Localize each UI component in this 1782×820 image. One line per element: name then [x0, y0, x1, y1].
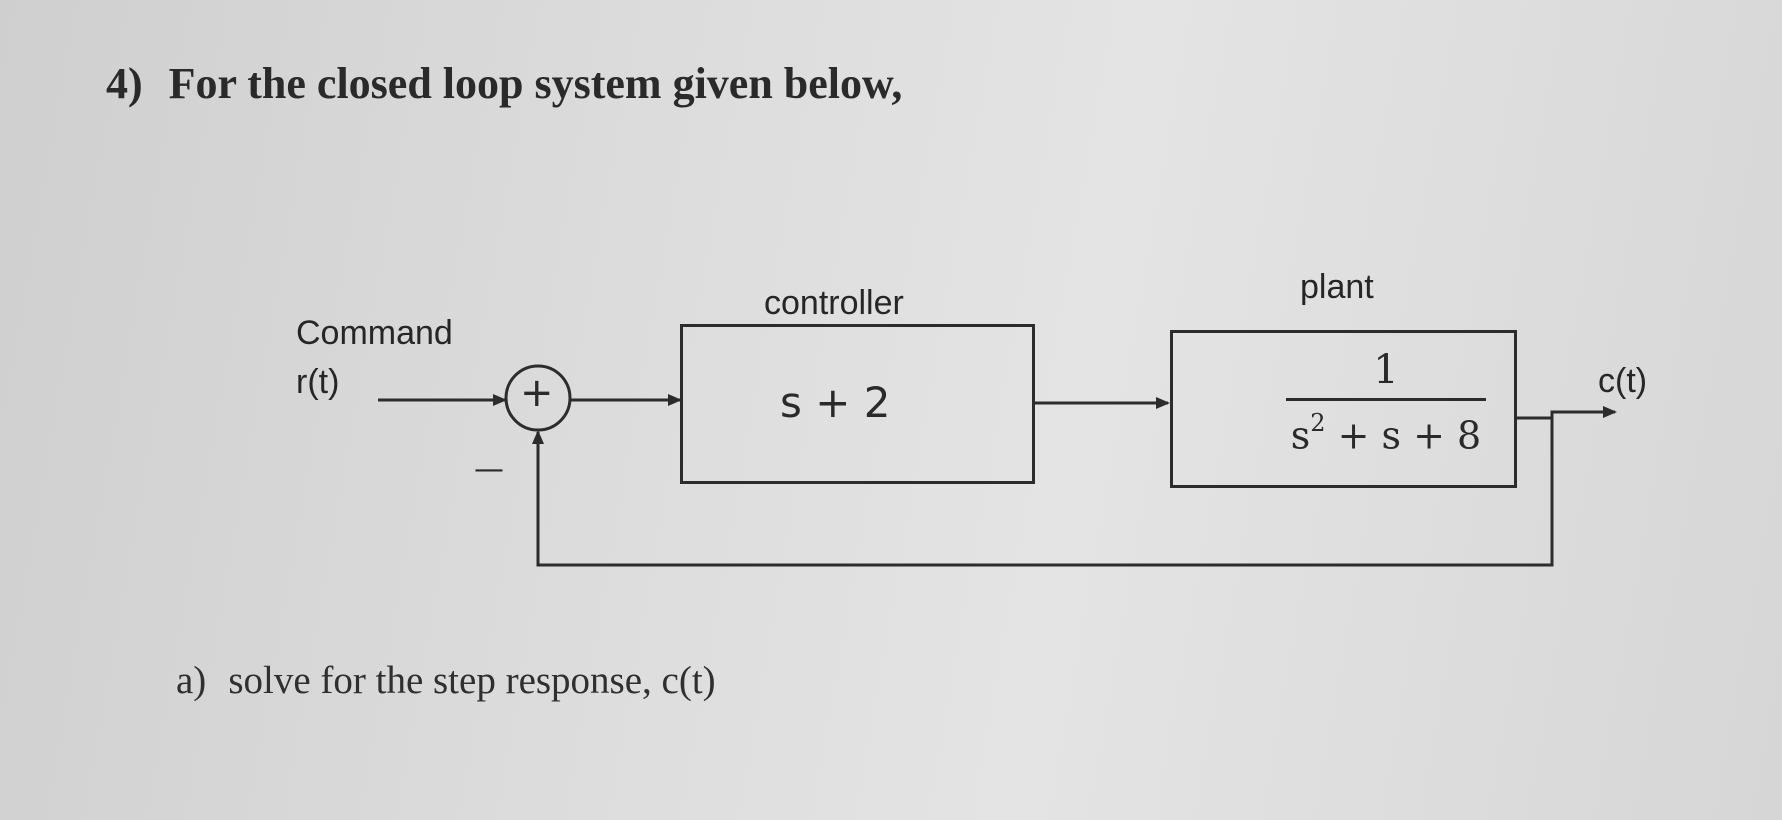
controller-label: controller: [764, 284, 904, 322]
denominator-base: s: [1290, 413, 1311, 458]
input-signal-label: r(t): [296, 363, 340, 401]
part-a-text: solve for the step response, c(t): [228, 659, 716, 702]
plant-label: plant: [1300, 268, 1374, 306]
denominator-exponent: 2: [1310, 409, 1326, 437]
controller-block: [680, 324, 1035, 484]
part-a-label: a): [176, 659, 207, 702]
fraction-bar: [1286, 398, 1486, 401]
controller-transfer-function: s + 2: [780, 378, 891, 427]
summing-minus-sign: —: [474, 452, 504, 487]
plant-denominator: s2 + s + 8: [1286, 405, 1486, 458]
question-prompt: For the closed loop system given below,: [168, 59, 903, 108]
feedback-path: [532, 418, 1554, 567]
question-heading: 4) For the closed loop system given below…: [106, 58, 902, 109]
output-label: c(t): [1598, 362, 1648, 400]
plant-transfer-function: 1 s2 + s + 8: [1286, 348, 1486, 458]
output-signal-line: [1515, 406, 1617, 420]
denominator-rest: + s + 8: [1325, 413, 1482, 458]
summing-plus-sign: +: [520, 370, 554, 416]
part-a: a) solve for the step response, c(t): [176, 658, 716, 703]
command-label: Command: [296, 314, 453, 352]
question-number: 4): [106, 59, 143, 108]
plant-block: [1170, 330, 1517, 488]
plant-numerator: 1: [1373, 347, 1399, 393]
